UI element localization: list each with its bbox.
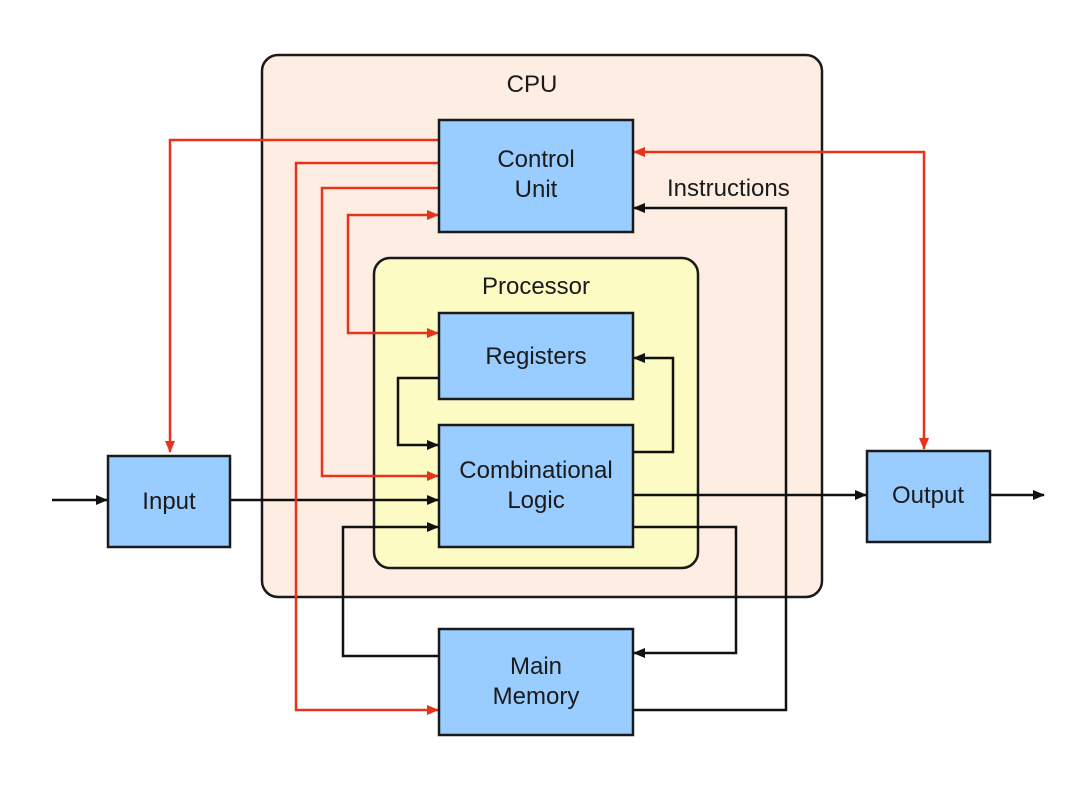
control-to-logic-wire xyxy=(320,186,439,481)
control-unit-line2: Unit xyxy=(515,176,558,203)
registers-to-logic-wire xyxy=(396,376,439,450)
main-memory-line2: Memory xyxy=(493,683,580,710)
combinational-logic-line2: Logic xyxy=(507,487,564,514)
input-block: Input xyxy=(106,454,232,549)
registers-label: Registers xyxy=(485,343,586,370)
control-to-memory-wire xyxy=(294,161,439,715)
main-memory-block: Main Memory xyxy=(437,627,635,737)
combinational-logic-block: Combinational Logic xyxy=(437,423,635,549)
registers-block: Registers xyxy=(437,311,635,401)
control-unit-block: Control Unit xyxy=(437,118,635,234)
processor-label: Processor xyxy=(482,273,590,300)
combinational-logic-line1: Combinational xyxy=(459,457,612,484)
control-output-wire xyxy=(633,147,929,450)
cpu-label: CPU xyxy=(507,71,558,98)
logic-to-memory-wire xyxy=(633,525,738,658)
control-unit-line1: Control xyxy=(497,146,574,173)
control-registers-wire xyxy=(346,210,439,338)
input-label: Input xyxy=(142,488,196,515)
main-memory-line1: Main xyxy=(510,653,562,680)
output-block: Output xyxy=(865,449,992,544)
memory-to-logic-wire xyxy=(341,522,439,658)
control-to-input-wire xyxy=(165,138,438,453)
output-label: Output xyxy=(892,482,964,509)
instructions-label: Instructions xyxy=(667,175,790,202)
